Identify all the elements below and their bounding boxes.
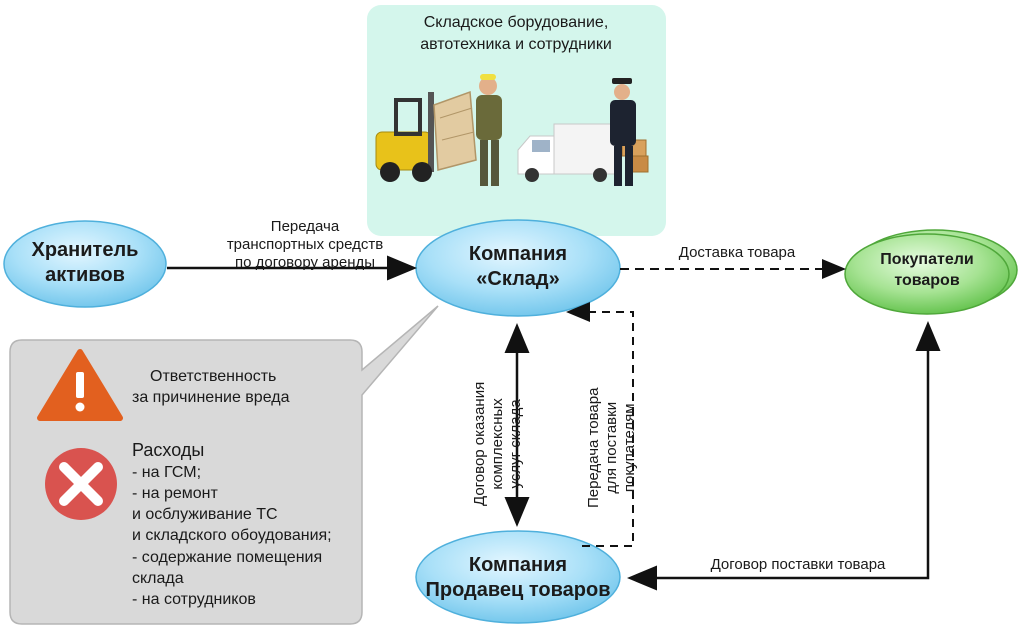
goods-transfer-label: Передача товара для поставки покупателям [585, 388, 639, 508]
equipment-box-line: Складское борудование, [423, 14, 609, 31]
seller-node: Компания Продавец товаров [418, 553, 618, 603]
equipment-box-label: Складское борудование, автотехника и сот… [380, 12, 652, 55]
service-contract-label-line: комплексных [489, 398, 506, 490]
guard-illustration [610, 78, 636, 186]
liability-line: Ответственность [150, 368, 277, 385]
service-contract-label: Договор оказания комплексных услуг склад… [471, 382, 525, 506]
expense-item: - содержание помещения [132, 548, 323, 566]
goods-transfer-label-line: покупателям [621, 403, 638, 493]
custodian-label-line: активов [45, 264, 125, 286]
seller-label-line: Продавец товаров [425, 579, 611, 601]
expense-item: - на ремонт [132, 484, 218, 502]
buyers-label-line: товаров [894, 271, 960, 289]
info-panel [9, 305, 439, 625]
expense-item: и осблуживание ТС [132, 506, 278, 524]
worker-illustration [476, 74, 502, 186]
lease-label: Передача транспортных средств по договор… [200, 218, 410, 272]
expenses-heading: Расходы [132, 440, 205, 460]
liability-text: Ответственность за причинение вреда [132, 366, 352, 409]
expense-item: и складского обоудования; [132, 527, 332, 545]
service-contract-label-line: услуг склада [507, 399, 524, 489]
custodian-label-line: Хранитель [31, 239, 139, 261]
warehouse-label-line: «Склад» [476, 268, 560, 290]
custodian-node: Хранитель активов [14, 238, 156, 288]
forklift-illustration [375, 90, 477, 182]
supply-contract-arrow [627, 321, 941, 591]
buyers-label-line: Покупатели [880, 251, 974, 268]
buyers-node: Покупатели товаров [855, 250, 999, 292]
lease-label-line: Передача [270, 218, 340, 235]
warehouse-label-line: Компания [468, 243, 568, 265]
expense-item: - на ГСМ; [132, 463, 202, 481]
equipment-box-line: автотехника и сотрудники [420, 35, 612, 53]
equipment-box [367, 5, 666, 236]
goods-transfer-label-line: Передача товара [585, 387, 602, 508]
goods-transfer-label-line: для поставки [603, 401, 620, 494]
warehouse-node: Компания «Склад» [428, 242, 608, 292]
expense-item: склада [132, 569, 184, 587]
warning-triangle-icon [37, 349, 123, 421]
error-x-circle-icon [45, 448, 117, 520]
delivery-label: Доставка товара [678, 244, 796, 261]
seller-label-line: Компания [468, 554, 568, 576]
expense-item: - на сотрудников [132, 591, 256, 609]
supply-contract-label: Договор поставки товара [710, 556, 886, 573]
custodian-node-shape [3, 220, 167, 308]
seller-node-shape [415, 530, 621, 624]
lease-label-line: по договору аренды [234, 254, 376, 271]
liability-line: за причинение вреда [132, 389, 290, 407]
expenses-list: Расходы - на ГСМ; - на ремонт и осблужив… [132, 440, 358, 610]
service-contract-label-line: Договор оказания [471, 381, 488, 506]
lease-label-line: транспортных средств [226, 236, 384, 253]
truck-illustration [517, 123, 617, 182]
